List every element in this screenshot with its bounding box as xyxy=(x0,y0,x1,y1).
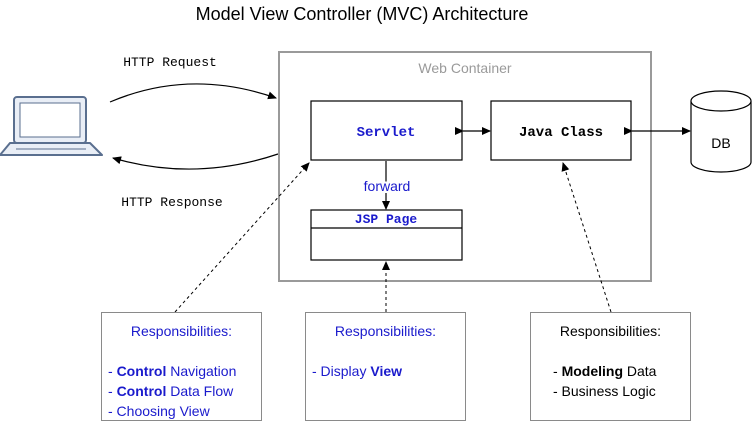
jsp-page-box xyxy=(310,209,463,261)
view-responsibility-text: - Display xyxy=(312,363,371,379)
model-responsibility-keyword: Modeling xyxy=(561,363,623,379)
diagram-title: Model View Controller (MVC) Architecture xyxy=(196,4,529,24)
view-responsibilities-title: Responsibilities: xyxy=(334,323,437,339)
model-responsibility-item: - Modeling Data xyxy=(553,363,657,379)
controller-responsibility-keyword: Control xyxy=(116,383,167,399)
db-label: DB xyxy=(711,135,730,151)
controller-responsibilities-box: Responsibilities: - Control Navigation -… xyxy=(101,312,262,421)
model-responsibility-item: - Business Logic xyxy=(553,383,656,399)
http-response-label: HTTP Response xyxy=(121,195,222,210)
http-response-arrow xyxy=(112,153,279,170)
model-responsibility-text: Data xyxy=(623,363,657,379)
controller-responsibility-text: Navigation xyxy=(166,363,237,379)
web-container-label: Web Container xyxy=(418,60,511,76)
database-icon xyxy=(690,90,752,173)
controller-responsibility-item: - Control Data Flow xyxy=(108,383,234,399)
controller-responsibilities-title: Responsibilities: xyxy=(130,323,233,339)
controller-responsibility-text: Data Flow xyxy=(166,383,234,399)
forward-label: forward xyxy=(364,178,411,194)
http-request-label: HTTP Request xyxy=(123,55,217,70)
laptop-icon xyxy=(0,96,103,156)
model-responsibilities-title: Responsibilities: xyxy=(559,323,662,339)
servlet-label: Servlet xyxy=(357,125,416,141)
controller-responsibility-item: - Control Navigation xyxy=(108,363,237,379)
view-responsibility-item: - Display View xyxy=(312,361,459,381)
java-class-label: Java Class xyxy=(519,125,603,141)
view-responsibilities-box: Responsibilities: - Display View xyxy=(305,312,466,421)
view-responsibility-keyword: View xyxy=(370,363,403,379)
controller-responsibility-item: - Choosing View xyxy=(108,403,210,419)
jsp-page-label: JSP Page xyxy=(355,212,418,227)
servlet-box xyxy=(310,100,463,161)
model-dashed-arrow xyxy=(561,162,612,313)
model-responsibilities-box: Responsibilities: - Modeling Data - Busi… xyxy=(530,312,691,421)
http-request-arrow xyxy=(109,83,277,103)
controller-responsibility-keyword: Control xyxy=(116,363,167,379)
